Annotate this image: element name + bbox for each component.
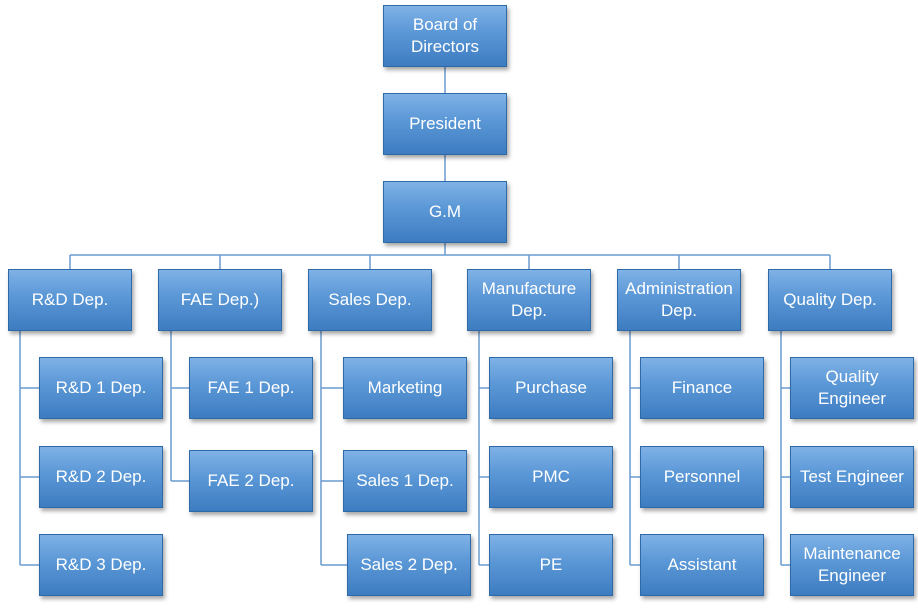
node-sales-dep[interactable]: Sales Dep.	[308, 269, 432, 331]
node-administration-dep[interactable]: Administration Dep.	[617, 269, 741, 331]
node-marketing[interactable]: Marketing	[343, 357, 467, 419]
node-fae1-dep[interactable]: FAE 1 Dep.	[189, 357, 313, 419]
node-pmc[interactable]: PMC	[489, 446, 613, 508]
node-president[interactable]: President	[383, 93, 507, 155]
node-rd-dep[interactable]: R&D Dep.	[8, 269, 132, 331]
node-maintenance-engineer[interactable]: Maintenance Engineer	[790, 534, 914, 596]
node-pe[interactable]: PE	[489, 534, 613, 596]
node-personnel[interactable]: Personnel	[640, 446, 764, 508]
node-sales2-dep[interactable]: Sales 2 Dep.	[347, 534, 471, 596]
node-fae2-dep[interactable]: FAE 2 Dep.	[189, 450, 313, 512]
node-gm[interactable]: G.M	[383, 181, 507, 243]
node-assistant[interactable]: Assistant	[640, 534, 764, 596]
node-rd1-dep[interactable]: R&D 1 Dep.	[39, 357, 163, 419]
node-purchase[interactable]: Purchase	[489, 357, 613, 419]
node-manufacture-dep[interactable]: Manufacture Dep.	[467, 269, 591, 331]
node-fae-dep[interactable]: FAE Dep.)	[158, 269, 282, 331]
node-sales1-dep[interactable]: Sales 1 Dep.	[343, 450, 467, 512]
node-finance[interactable]: Finance	[640, 357, 764, 419]
node-quality-engineer[interactable]: Quality Engineer	[790, 357, 914, 419]
node-board-of-directors[interactable]: Board of Directors	[383, 5, 507, 67]
node-test-engineer[interactable]: Test Engineer	[790, 446, 914, 508]
node-quality-dep[interactable]: Quality Dep.	[768, 269, 892, 331]
node-rd3-dep[interactable]: R&D 3 Dep.	[39, 534, 163, 596]
node-rd2-dep[interactable]: R&D 2 Dep.	[39, 446, 163, 508]
